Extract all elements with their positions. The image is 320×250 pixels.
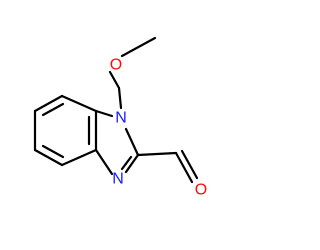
methoxymethyl-group xyxy=(108,36,157,110)
bond-c2-n3-inner xyxy=(120,155,133,171)
bond-c3a-c4 xyxy=(60,148,98,167)
bond-c7-c7a xyxy=(60,94,98,113)
aldehyde-group xyxy=(136,149,199,184)
imidazole-ring xyxy=(94,109,140,176)
bond-c4-c5-inner xyxy=(41,144,65,159)
bond-c6-c7-inner xyxy=(41,102,65,117)
bond-o-ch3 xyxy=(120,36,157,58)
bond-c-o-double-2 xyxy=(180,149,199,180)
bond-c2-cho xyxy=(136,151,178,157)
benzene-ring xyxy=(33,94,98,167)
bond-c-o-double-1 xyxy=(174,151,194,184)
molecule-structure: N N O O xyxy=(33,36,207,199)
bond-c4-c5 xyxy=(33,148,64,167)
bond-n1-c2 xyxy=(124,127,140,157)
bond-n3-c3a xyxy=(94,148,114,176)
atom-n1: N xyxy=(115,110,127,127)
atom-o-ether: O xyxy=(110,57,122,74)
bond-ch2-o xyxy=(108,70,121,90)
atom-o-carbonyl: O xyxy=(195,182,207,199)
bond-n1-ch2 xyxy=(117,86,123,110)
bond-c2-n3 xyxy=(124,153,140,174)
bond-c7a-n1 xyxy=(94,109,114,118)
bond-c6-c7 xyxy=(33,94,64,113)
atom-n3: N xyxy=(112,171,124,188)
